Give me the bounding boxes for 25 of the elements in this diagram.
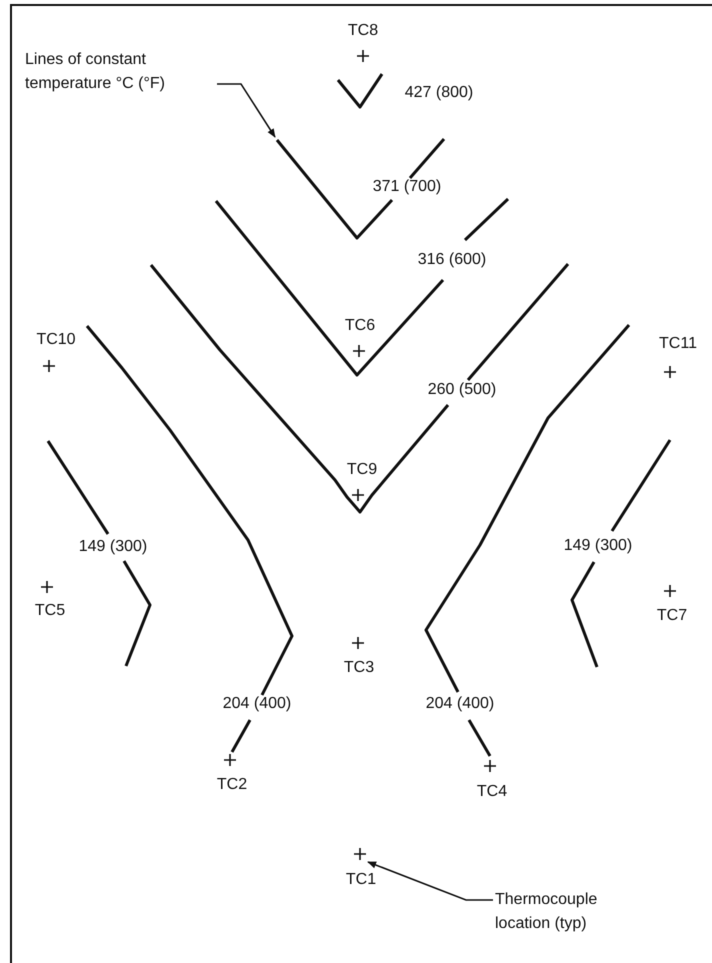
thermocouple-label: TC8 bbox=[348, 22, 378, 40]
isotherm-label: 260 (500) bbox=[428, 381, 496, 399]
thermocouple-label: TC9 bbox=[346, 461, 378, 479]
thermocouple-label: TC1 bbox=[346, 871, 376, 889]
thermocouple-label: TC3 bbox=[344, 659, 374, 677]
thermocouple-cross-icon bbox=[353, 847, 367, 861]
isotherm-label: 149 (300) bbox=[564, 537, 632, 555]
thermocouple-label: TC2 bbox=[216, 776, 248, 794]
callout-text: Lines of constant temperature °C (°F) bbox=[25, 48, 215, 96]
isotherm-label: 204 (400) bbox=[222, 695, 292, 713]
thermocouple-label: TC7 bbox=[656, 607, 688, 625]
isotherm-label: 149 (300) bbox=[78, 538, 148, 556]
isotherm-line bbox=[276, 138, 446, 240]
thermocouple-label: TC11 bbox=[659, 335, 697, 353]
isotherm-label: 204 (400) bbox=[426, 695, 494, 713]
isotherm-label: 371 (700) bbox=[372, 178, 442, 196]
callout-text: Thermocouple location (typ) bbox=[495, 888, 655, 936]
isotherm-label: 316 (600) bbox=[418, 251, 486, 269]
leader-line bbox=[217, 83, 276, 138]
thermocouple-label: TC5 bbox=[34, 602, 66, 620]
thermocouple-label: TC4 bbox=[476, 783, 508, 801]
thermocouple-label: TC6 bbox=[344, 317, 376, 335]
thermocouple-label: TC10 bbox=[36, 331, 76, 349]
leader-line bbox=[367, 861, 493, 901]
isotherm-label: 427 (800) bbox=[404, 84, 474, 102]
